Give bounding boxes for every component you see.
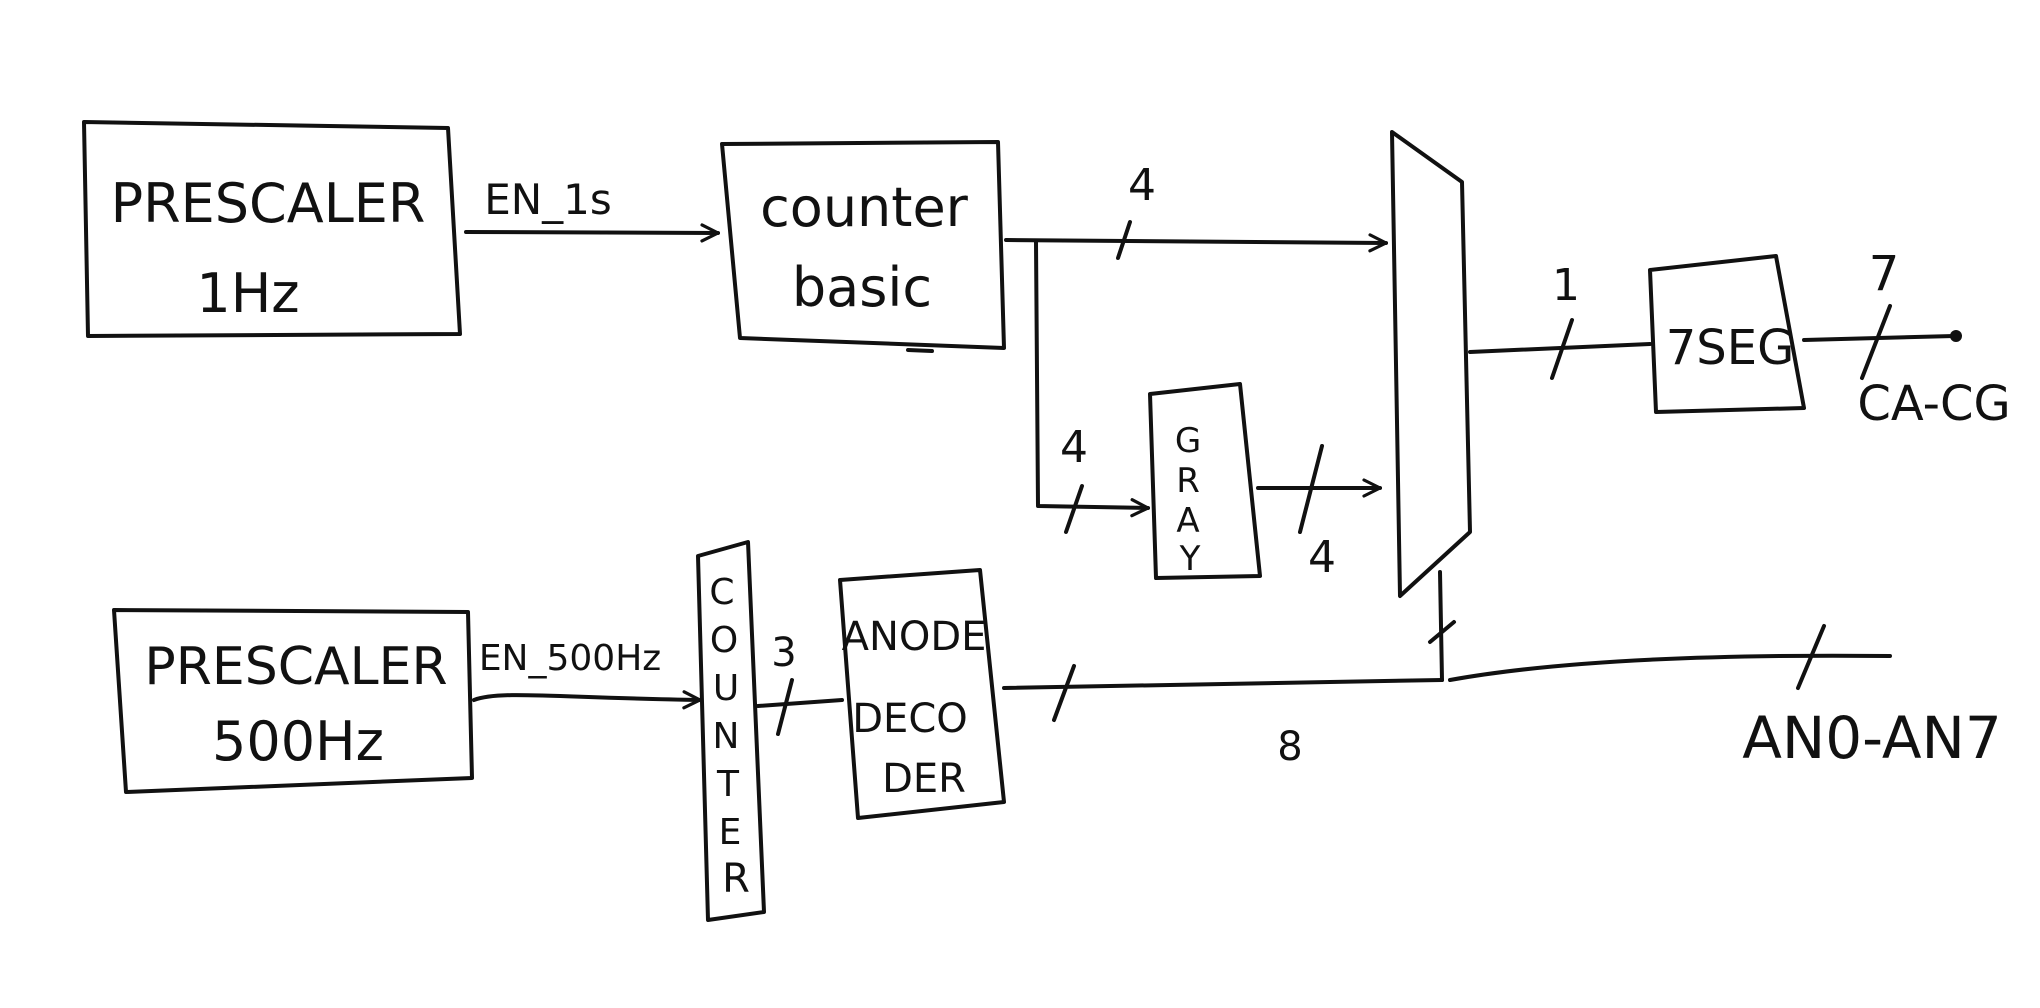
counter-letter: C [709, 572, 734, 613]
prescaler-500hz-frequency: 500Hz [212, 710, 384, 773]
gray-letter: R [1176, 461, 1200, 501]
mux-to-7seg-line: 1 [1468, 260, 1652, 380]
gray-to-mux-bus: 4 [1256, 444, 1382, 583]
gray-letter: A [1176, 501, 1199, 541]
prescaler-1hz-block: PRESCALER 1Hz [82, 120, 462, 338]
gray-letter: Y [1179, 539, 1201, 579]
anode-decoder-label: ANODE [842, 614, 987, 660]
counter-to-decoder-bus: 3 [756, 630, 844, 736]
prescaler-1hz-frequency: 1Hz [196, 262, 299, 325]
counter-letter: E [719, 812, 742, 853]
bus-width-label: 3 [771, 630, 796, 676]
bus-width-label: 1 [1552, 260, 1580, 311]
bus-width-label: 4 [1308, 532, 1336, 583]
bus-width-label: 7 [1869, 246, 1900, 302]
counter-letter: U [713, 668, 739, 709]
prescaler-500hz-block: PRESCALER 500Hz [112, 608, 474, 794]
anodes-label: AN0-AN7 [1742, 704, 2002, 772]
en-500hz-label: EN_500Hz [479, 638, 661, 679]
anode-decoder-label: DECO [852, 696, 968, 742]
counter-basic-block: counter basic [720, 140, 1006, 353]
cathodes-label: CA-CG [1857, 376, 2010, 432]
7seg-label: 7SEG [1666, 320, 1795, 376]
bus-width-label: 8 [1277, 724, 1302, 770]
prescaler-500hz-label: PRESCALER [144, 637, 447, 697]
gray-letter: G [1175, 421, 1201, 461]
output-terminal-dot [1950, 330, 1962, 342]
multiplexer [1390, 130, 1472, 598]
anode-decoder-block: ANODE DECO DER [838, 568, 1006, 820]
counter-basic-label: counter [760, 176, 969, 239]
prescaler-1hz-label: PRESCALER [111, 172, 426, 235]
counter-letter: R [722, 856, 750, 902]
anode-counter-block: C O U N T E R [696, 540, 766, 922]
en-500hz-signal: EN_500Hz [472, 638, 700, 700]
bus-width-label: 4 [1060, 422, 1088, 473]
counter-letter: O [710, 620, 738, 661]
cathode-output-bus: 7 CA-CG [1802, 246, 2011, 432]
en-1s-label: EN_1s [484, 175, 612, 224]
seven-segment-decoder-block: 7SEG [1648, 254, 1806, 414]
counter-letter: T [716, 764, 740, 805]
counter-to-gray-bus: 4 [1034, 240, 1148, 534]
en-1s-signal: EN_1s [464, 175, 718, 233]
anode-output-bus: 8 AN0-AN7 [1002, 624, 2002, 772]
counter-basic-sublabel: basic [792, 256, 932, 319]
counter-to-mux-bus: 4 [1004, 160, 1386, 260]
counter-letter: N [713, 716, 740, 757]
bus-width-label: 4 [1128, 160, 1156, 211]
mux-select-line [1428, 570, 1456, 682]
gray-encoder-block: G R A Y [1148, 382, 1262, 580]
anode-decoder-label: DER [882, 756, 966, 802]
